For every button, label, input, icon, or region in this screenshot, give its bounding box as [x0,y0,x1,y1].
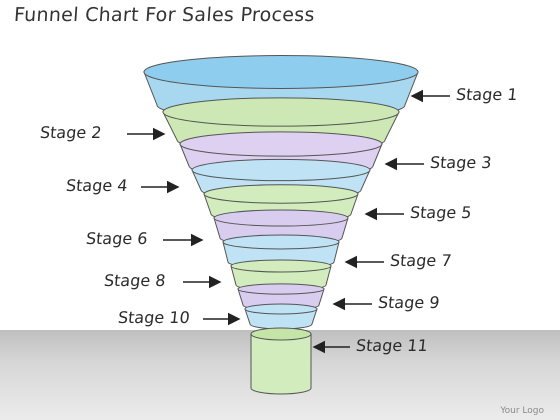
funnel-band-top [237,283,325,295]
funnel-band-top [191,158,371,182]
stage-label-3: Stage 3 [429,153,493,172]
stage-label-4: Stage 4 [65,176,129,195]
stage-label-6: Stage 6 [85,229,149,248]
stage-label-10: Stage 10 [117,308,191,327]
funnel-band-top [162,97,400,127]
stage-label-8: Stage 8 [103,271,167,290]
stage-label-7: Stage 7 [389,251,453,270]
stage-label-1: Stage 1 [455,85,519,104]
logo-text: Your Logo [500,406,544,416]
funnel-band-top [222,234,340,250]
stage-label-11: Stage 11 [355,336,429,355]
funnel-band-10 [244,303,318,330]
funnel-band-top [213,209,349,227]
funnel-band-top [244,303,318,315]
funnel-band-top [203,184,359,204]
funnel-band-top [179,131,383,157]
funnel-band-11 [250,327,312,395]
stage-label-2: Stage 2 [39,123,103,142]
funnel-spout-body [250,333,312,395]
stage-label-5: Stage 5 [409,203,473,222]
stage-label-9: Stage 9 [377,293,441,312]
stage-arrows [127,89,450,354]
funnel-band-top [230,259,332,273]
funnel-band-top [143,55,419,89]
funnel-bands [143,55,419,395]
funnel-spout-top [250,327,312,341]
